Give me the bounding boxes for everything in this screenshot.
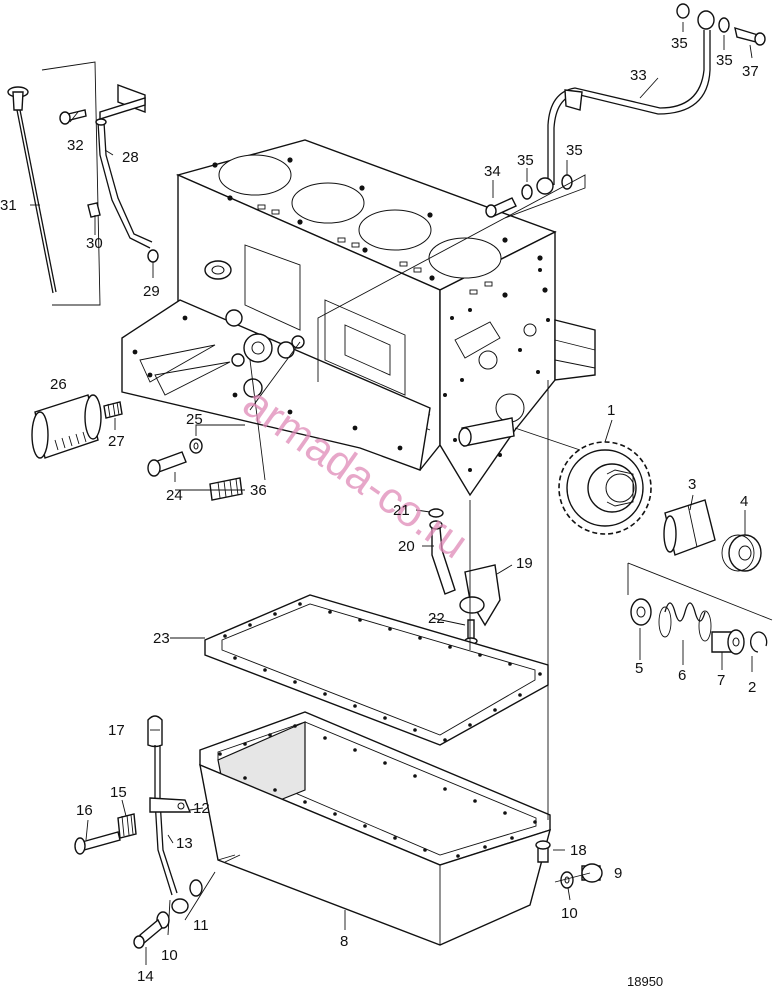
washer-5 — [630, 598, 652, 626]
oil-sump-8 — [199, 711, 552, 946]
banjo-bolt-24 — [147, 451, 187, 477]
circlip-2 — [750, 631, 768, 653]
bolt-16 — [74, 831, 121, 855]
label-36: 36 — [250, 482, 267, 499]
leader-lines — [30, 22, 753, 965]
label-31: 31 — [0, 197, 17, 214]
label-35-mid-right: 35 — [566, 142, 583, 159]
label-4: 4 — [740, 493, 748, 510]
dipstick-17 — [147, 715, 163, 748]
sub-assembly-bracket — [627, 562, 773, 621]
label-35-top-right: 35 — [716, 52, 733, 69]
label-15: 15 — [110, 784, 127, 801]
spacer-15 — [117, 813, 137, 839]
pipe-33 — [547, 30, 711, 185]
label-29: 29 — [143, 283, 160, 300]
clamp-12 — [149, 797, 192, 813]
fitting-group-bracket — [317, 174, 586, 382]
o-ring-21 — [428, 508, 444, 518]
washer-35-top-right — [718, 17, 730, 33]
label-14: 14 — [137, 968, 154, 985]
gasket-23 — [204, 594, 549, 746]
banjo-fitting-upper — [697, 10, 715, 30]
label-25: 25 — [186, 411, 203, 428]
label-2: 2 — [748, 679, 756, 696]
drain-plug-9 — [581, 863, 603, 883]
hub-3 — [663, 499, 716, 556]
oil-filter-26 — [31, 394, 102, 459]
label-12: 12 — [193, 800, 210, 817]
label-17: 17 — [108, 722, 125, 739]
washer-29 — [147, 249, 159, 263]
label-21: 21 — [393, 502, 410, 519]
dipstick-31 — [7, 86, 57, 294]
label-32: 32 — [67, 137, 84, 154]
label-10-left: 10 — [161, 947, 178, 964]
bolt-18 — [535, 840, 551, 863]
plug-36 — [209, 477, 243, 501]
label-9: 9 — [614, 865, 622, 882]
label-8: 8 — [340, 933, 348, 950]
label-34: 34 — [484, 163, 501, 180]
label-13: 13 — [176, 835, 193, 852]
label-6: 6 — [678, 667, 686, 684]
label-26: 26 — [50, 376, 67, 393]
label-33: 33 — [630, 67, 647, 84]
label-11: 11 — [193, 917, 209, 934]
bolt-22 — [464, 619, 478, 645]
label-20: 20 — [398, 538, 415, 555]
label-35-top-left: 35 — [671, 35, 688, 52]
dipstick-group-bracket — [41, 61, 101, 306]
label-19: 19 — [516, 555, 533, 572]
dipstick-tube-28 — [95, 118, 153, 249]
banjo-bolt-37 — [734, 26, 766, 46]
washer-4 — [721, 534, 762, 572]
engine-block — [121, 139, 596, 497]
label-23: 23 — [153, 630, 170, 647]
screw-30 — [87, 202, 101, 218]
spring-6 — [658, 602, 712, 642]
nipple-11 — [189, 879, 203, 897]
label-28: 28 — [122, 149, 139, 166]
label-27: 27 — [108, 433, 125, 450]
ferrule-lower — [171, 898, 189, 914]
timing-gear-1 — [558, 441, 652, 535]
washer-35-mid-left — [521, 184, 533, 200]
washer-35-top-left — [676, 3, 690, 19]
oil-pickup-pipe-20 — [429, 520, 456, 595]
callout-labels: 1 2 3 4 5 6 7 8 9 10 10 11 12 13 14 15 1… — [0, 35, 759, 989]
nipple-27 — [103, 401, 123, 419]
dipstick-tube-13 — [154, 745, 178, 896]
screw-32 — [59, 109, 87, 125]
label-24: 24 — [166, 487, 183, 504]
label-16: 16 — [76, 802, 93, 819]
bolt-14 — [133, 918, 163, 949]
label-10-right: 10 — [561, 905, 578, 922]
label-7: 7 — [717, 672, 725, 689]
label-22: 22 — [428, 610, 445, 627]
bracket-32 — [99, 83, 146, 120]
head-bolt-holes — [212, 157, 548, 298]
label-37: 37 — [742, 63, 759, 80]
banjo-bolt-34 — [485, 197, 517, 218]
washer-25 — [189, 438, 203, 454]
label-1: 1 — [607, 402, 615, 419]
figure-id: 18950 — [627, 974, 663, 989]
label-35-mid-left: 35 — [517, 152, 534, 169]
strainer-19 — [459, 564, 501, 627]
label-18: 18 — [570, 842, 587, 859]
label-30: 30 — [86, 235, 103, 252]
label-3: 3 — [688, 476, 696, 493]
plunger-7 — [711, 629, 745, 655]
label-5: 5 — [635, 660, 643, 677]
banjo-fitting-lower — [536, 177, 554, 195]
